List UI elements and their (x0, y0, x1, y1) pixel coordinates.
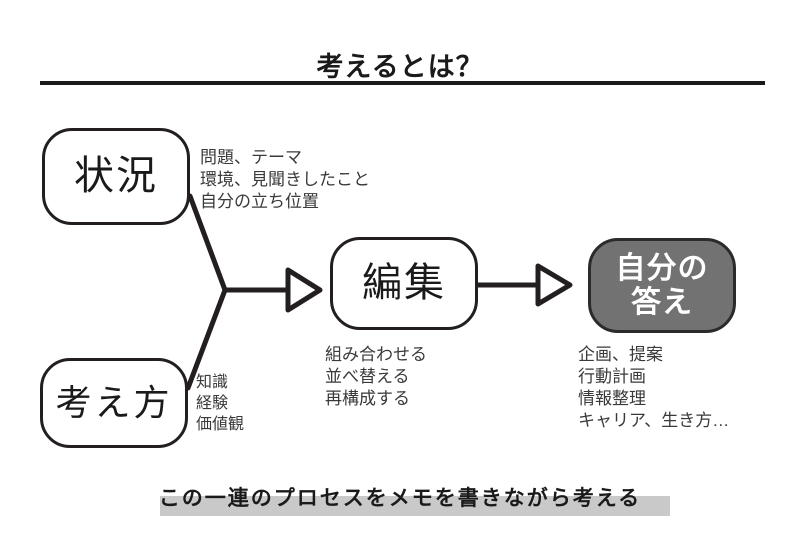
node-editing[interactable]: 編集 (330, 237, 478, 330)
annotation-line: キャリア、生き方… (578, 411, 730, 430)
annotation-line: 知識 (196, 374, 229, 391)
footer-highlight-bar (160, 496, 670, 516)
page-title: 考えるとは？ (316, 52, 484, 82)
annotation-line: 行動計画 (578, 367, 646, 386)
annotation-line: 情報整理 (578, 389, 646, 408)
annotation-editing: 組み合わせる 並べ替える 再構成する (325, 344, 427, 410)
annotation-line: 組み合わせる (325, 345, 427, 364)
annotation-situation: 問題、テーマ 環境、見聞きしたこと 自分の立ち位置 (200, 147, 370, 213)
node-situation-label: 状況 (74, 154, 158, 199)
annotation-line: 問題、テーマ (200, 148, 302, 167)
node-own-answer[interactable]: 自分の 答え (588, 238, 736, 333)
node-editing-label: 編集 (362, 261, 446, 306)
annotation-line: 価値観 (196, 416, 245, 433)
title-divider (40, 81, 765, 85)
footer-text: この一連のプロセスをメモを書きながら考える (158, 487, 642, 510)
node-own-answer-label: 自分の 答え (612, 252, 713, 319)
annotation-own-answer: 企画、提案 行動計画 情報整理 キャリア、生き方… (578, 344, 729, 432)
annotation-line: 環境、見聞きしたこと (200, 170, 370, 189)
node-way-of-thinking-label: 考え方 (55, 381, 173, 423)
annotation-line: 自分の立ち位置 (200, 192, 319, 211)
annotation-line: 並べ替える (325, 367, 410, 386)
annotation-line: 経験 (196, 395, 229, 412)
node-way-of-thinking[interactable]: 考え方 (40, 358, 188, 448)
node-own-answer-line2: 答え (631, 285, 693, 319)
footer-banner: この一連のプロセスをメモを書きながら考える (0, 482, 800, 522)
annotation-line: 再構成する (325, 389, 410, 408)
node-situation[interactable]: 状況 (42, 128, 190, 225)
annotation-way-of-thinking: 知識 経験 価値観 (196, 372, 244, 435)
annotation-line: 企画、提案 (578, 345, 663, 364)
node-own-answer-line1: 自分の (615, 251, 709, 285)
